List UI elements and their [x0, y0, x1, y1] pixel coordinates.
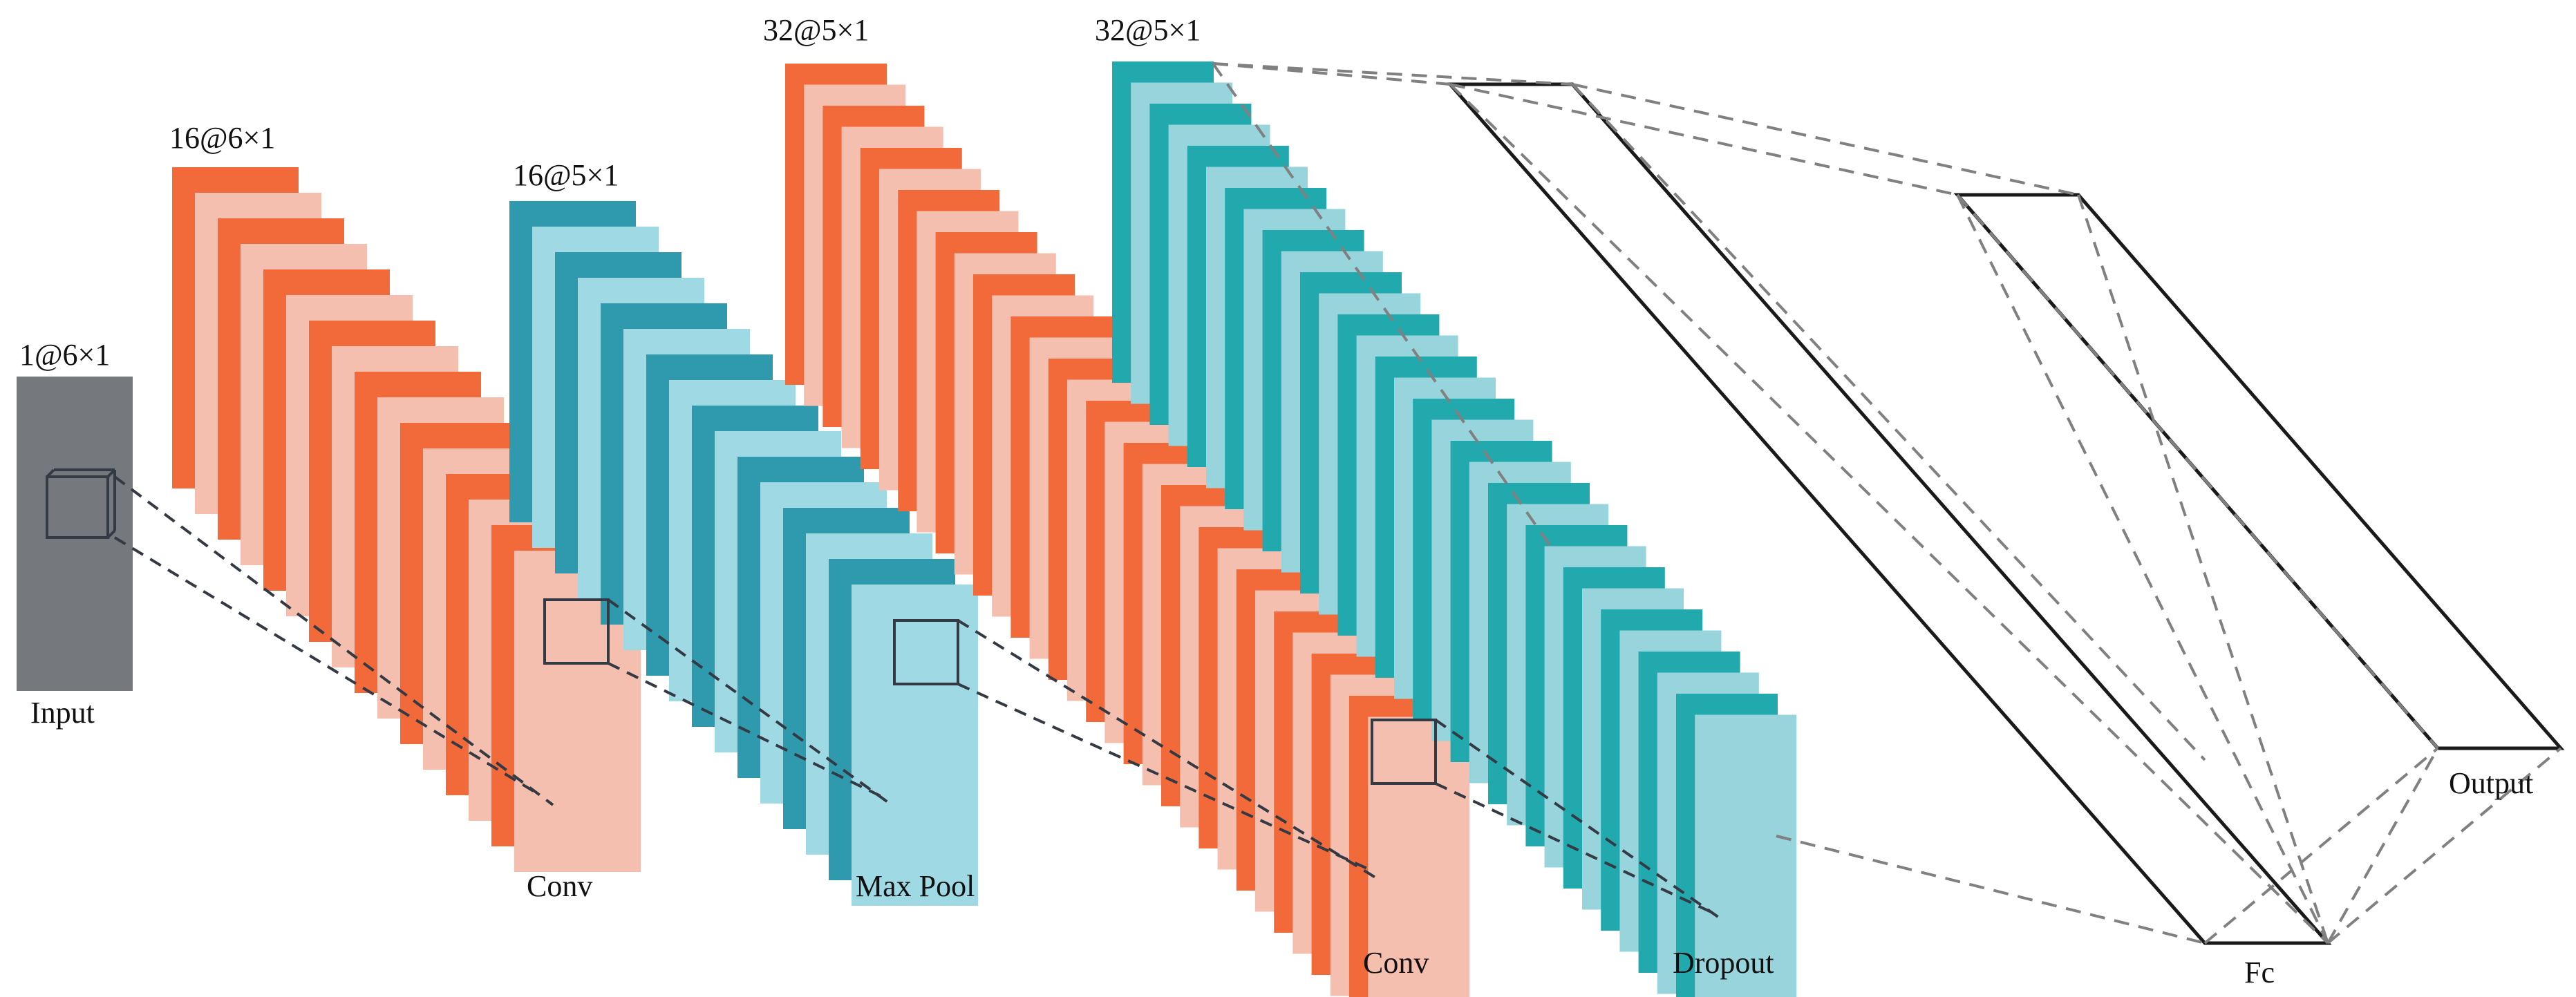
conv2-map-32	[1368, 716, 1470, 997]
output-layer	[1953, 193, 2565, 750]
conv2-feature-maps	[785, 64, 1470, 997]
conv2-kernel-box	[1371, 719, 1437, 785]
pool-kernel-box	[893, 619, 959, 685]
conv2-dim-label: 32@5×1	[763, 13, 869, 47]
dropout-name-label: Dropout	[1673, 946, 1774, 980]
input-dim-label: 1@6×1	[19, 338, 110, 372]
maxpool-feature-maps	[509, 201, 978, 906]
input-layer	[17, 377, 133, 691]
pool-dim-label: 16@5×1	[513, 158, 619, 192]
input-kernel-box	[46, 468, 116, 539]
conv1-kernel-box	[543, 598, 610, 665]
output-name-label: Output	[2449, 766, 2533, 800]
kernel-connector-lines	[113, 475, 1722, 920]
dropout-feature-maps	[1112, 61, 1797, 997]
input-name-label: Input	[30, 696, 95, 730]
conv2-name-label: Conv	[1363, 946, 1429, 980]
dropout-dim-label: 32@5×1	[1095, 13, 1201, 47]
pool-name-label: Max Pool	[856, 869, 975, 903]
dropout-map-32	[1695, 714, 1797, 997]
conv1-dim-label: 16@6×1	[169, 121, 275, 155]
fc-name-label: Fc	[2244, 956, 2275, 989]
fc-connection-lines	[1212, 62, 2562, 944]
conv1-name-label: Conv	[527, 869, 592, 903]
input-block	[17, 377, 133, 691]
